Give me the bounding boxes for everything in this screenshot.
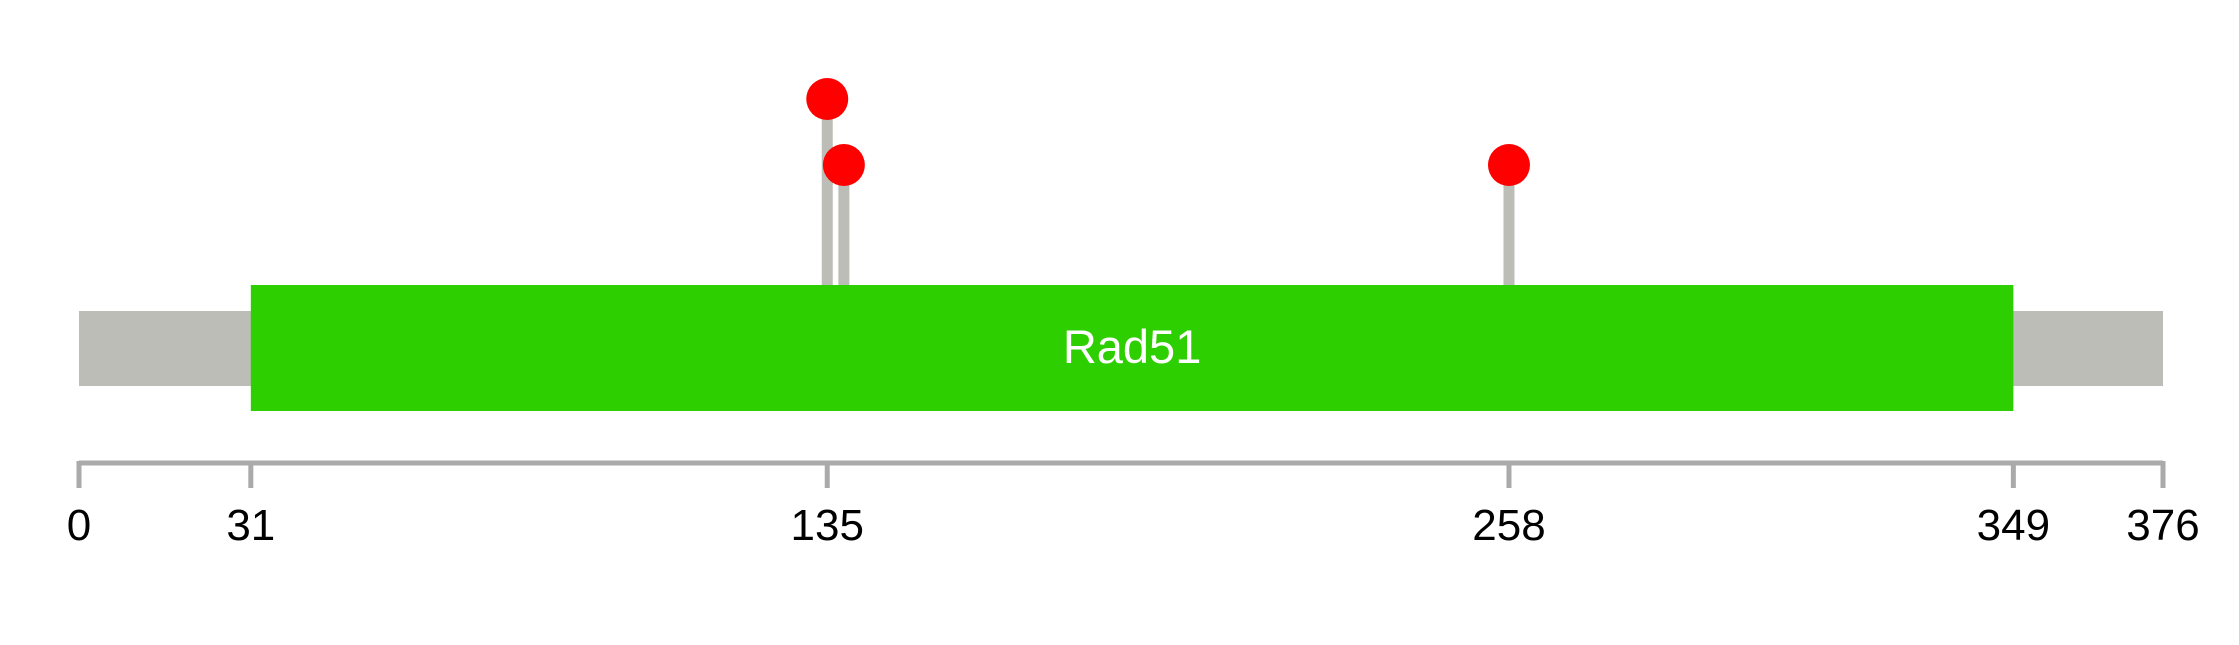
axis-tick-label: 135 bbox=[791, 501, 864, 550]
mutation-head[interactable] bbox=[806, 78, 849, 120]
mutation-stems bbox=[821, 99, 1515, 285]
axis-tick-label: 0 bbox=[67, 501, 91, 550]
domains: Rad51 bbox=[250, 285, 2014, 411]
position-axis: 0 31 135 258 349 376 bbox=[67, 460, 2200, 550]
axis-tick-label: 31 bbox=[226, 501, 275, 550]
axis-tick-label: 349 bbox=[1977, 501, 2050, 550]
axis-tick-label: 258 bbox=[1472, 501, 1545, 550]
mutation-head[interactable] bbox=[1487, 144, 1530, 186]
domain-rad51 bbox=[250, 285, 2014, 411]
axis-tick-label: 376 bbox=[2126, 501, 2199, 550]
domain-label: Rad51 bbox=[1063, 320, 1202, 373]
mutation-heads bbox=[806, 78, 1530, 186]
mutation-head[interactable] bbox=[822, 144, 865, 186]
